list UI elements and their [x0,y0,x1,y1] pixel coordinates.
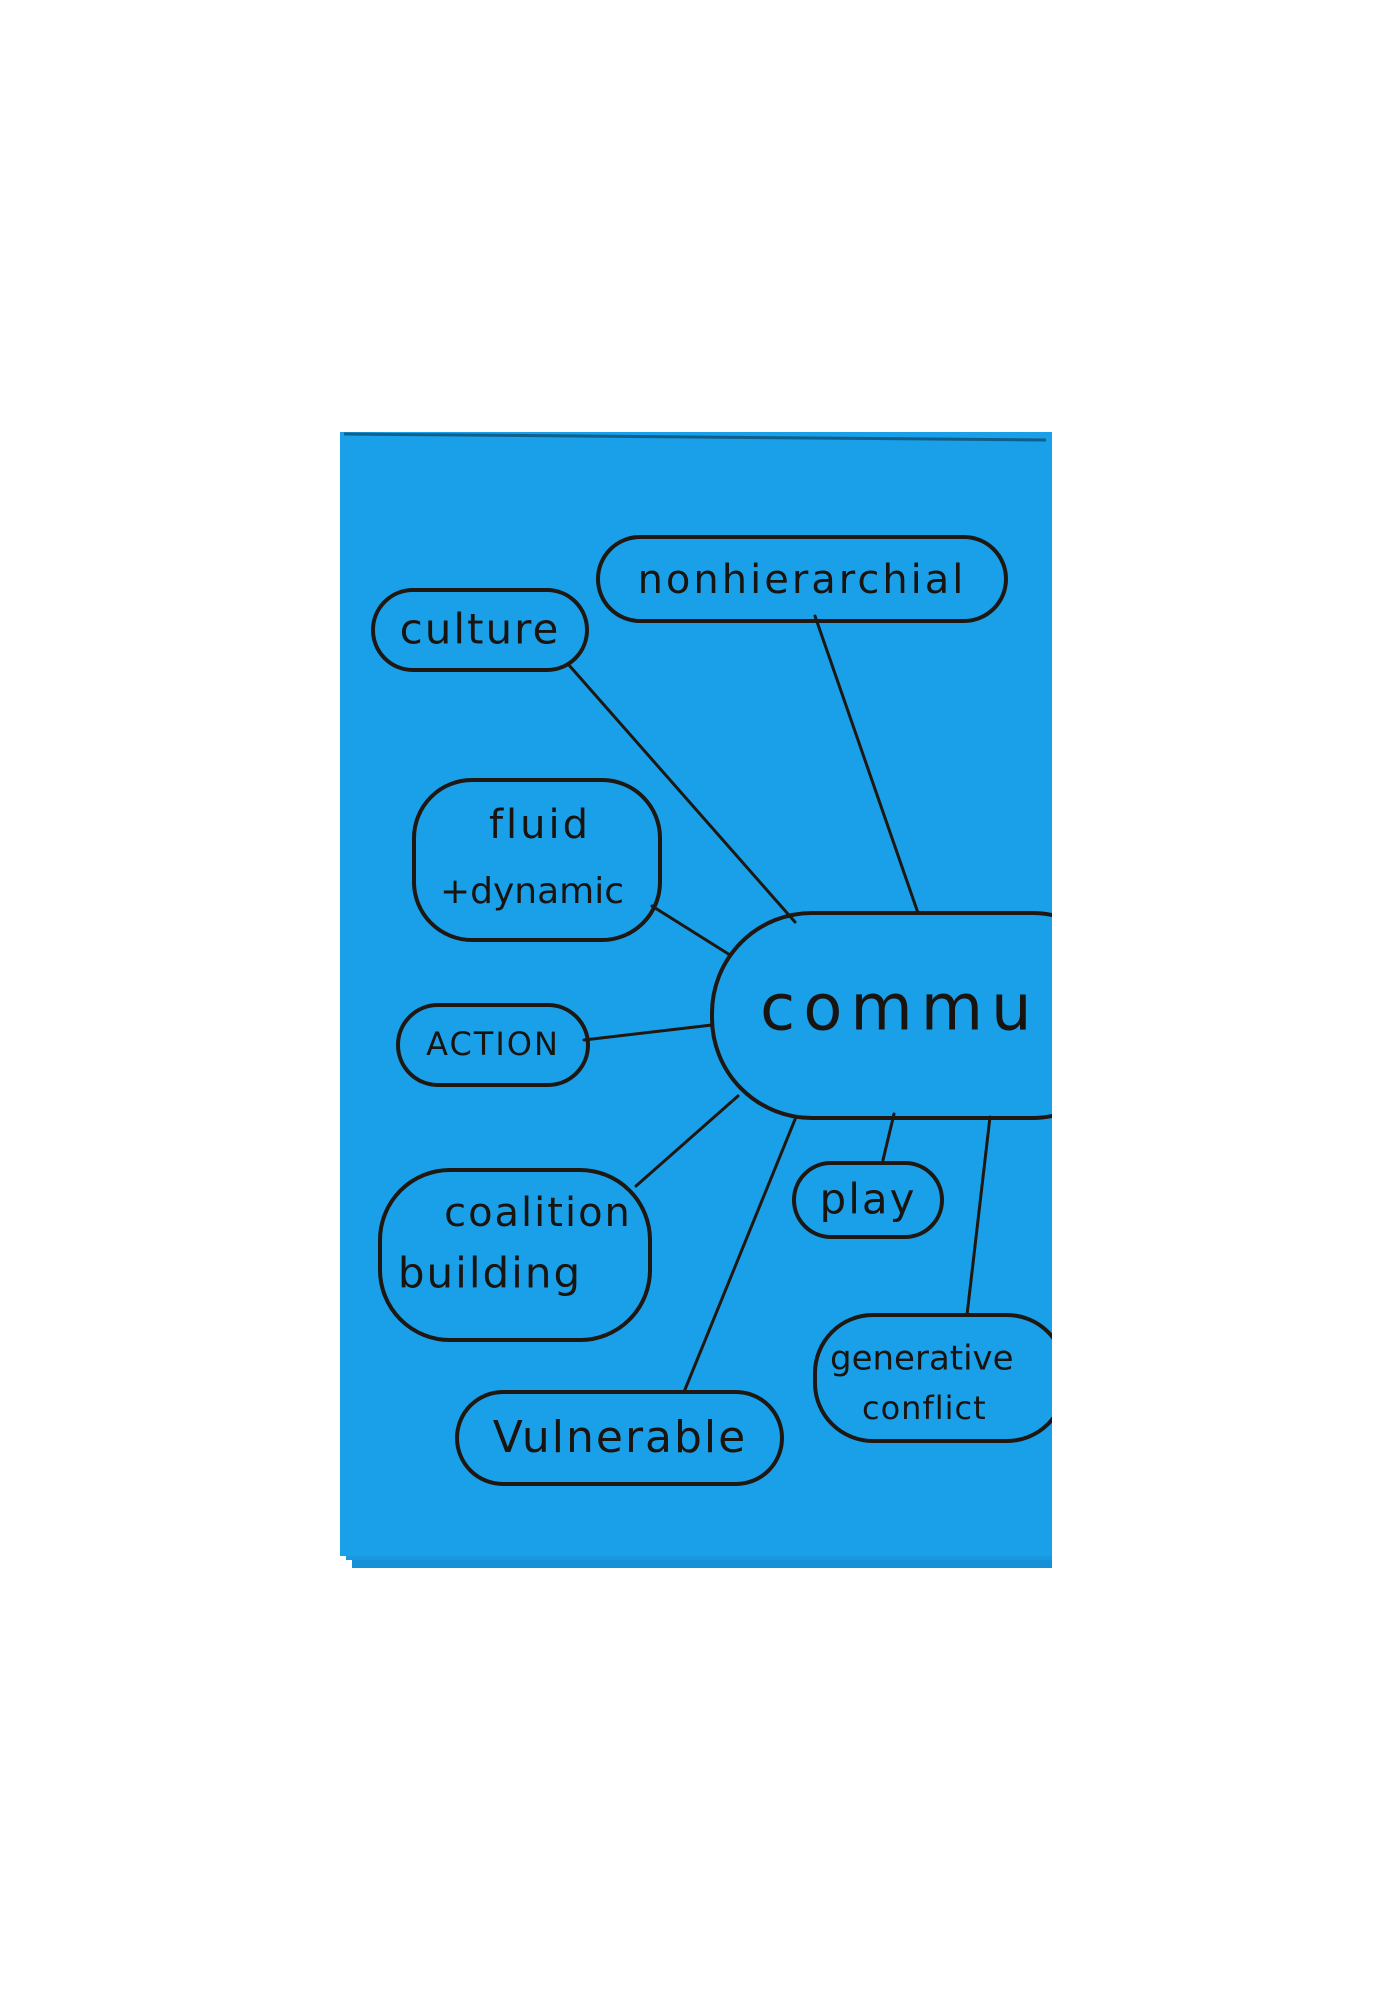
node-play-bubble [792,1161,944,1239]
node-play-label: play [820,1175,917,1224]
node-nonhierarchial-bubble [596,535,1008,623]
paper-top-edge [343,432,1047,442]
node-coalition-bubble [378,1168,652,1342]
link-vulnerable [682,1115,798,1394]
node-action-label: ACTION [426,1025,560,1063]
link-nonhierarchial [813,614,920,915]
node-culture-bubble [371,588,589,672]
node-generative-label-line2: conflict [862,1389,987,1427]
link-culture [566,662,797,924]
node-generative-bubble [813,1313,1052,1443]
node-action-bubble [396,1003,590,1087]
link-coalition [634,1094,740,1188]
link-play [881,1112,896,1162]
node-culture-label: culture [400,605,561,654]
node-nonhierarchial-label: nonhierarchial [638,557,967,603]
node-fluid-label-line2: +dynamic [440,871,624,912]
link-generative [965,1115,992,1317]
link-action [582,1023,714,1042]
node-vulnerable-bubble [455,1390,784,1486]
node-coalition-label-line1: coalition [444,1190,632,1236]
center-node-label: commu [760,972,1040,1046]
node-generative-label-line1: generative [830,1339,1014,1379]
node-coalition-label-line2: building [398,1249,582,1298]
center-node-bubble [710,911,1052,1120]
node-vulnerable-label: Vulnerable [493,1412,747,1463]
node-fluid-bubble [412,778,662,942]
link-fluid [650,904,732,957]
node-fluid-label-line1: fluid [489,802,591,848]
